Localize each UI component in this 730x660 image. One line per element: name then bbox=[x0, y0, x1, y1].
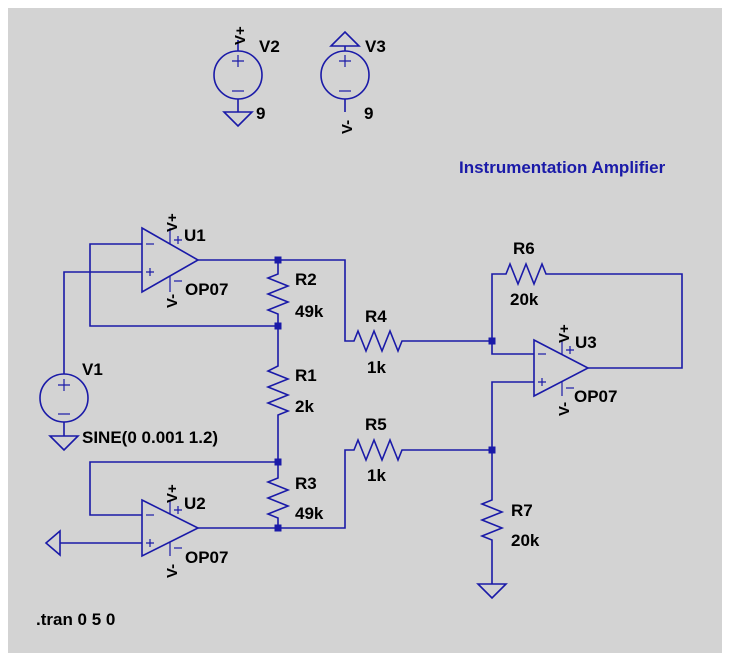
plus-sign bbox=[538, 378, 546, 386]
sheet-background bbox=[8, 8, 722, 653]
source-value: 9 bbox=[364, 104, 373, 123]
opamp-model: OP07 bbox=[185, 548, 228, 567]
source-v1: V1 SINE(0 0.001 1.2) bbox=[39, 360, 218, 447]
net-flag-label: V+ bbox=[232, 26, 249, 45]
resistor-value: 49k bbox=[295, 504, 324, 523]
source-circle bbox=[39, 373, 89, 423]
resistor-r7: R7 20k bbox=[479, 494, 540, 550]
wire bbox=[491, 381, 534, 450]
source-circle bbox=[213, 50, 263, 100]
resistor-zigzag bbox=[265, 270, 291, 316]
junction-dot bbox=[274, 458, 282, 466]
source-ref: V2 bbox=[259, 37, 280, 56]
junction-dot bbox=[274, 524, 282, 532]
opamp-ref: U3 bbox=[575, 333, 597, 352]
resistor-ref: R4 bbox=[365, 307, 387, 326]
resistor-r3: R3 49k bbox=[265, 474, 324, 523]
source-ref: V1 bbox=[82, 360, 103, 379]
source-value: 9 bbox=[256, 104, 265, 123]
opamp-ref: U2 bbox=[184, 494, 206, 513]
supply-label: V- bbox=[556, 402, 573, 416]
resistor-zigzag bbox=[265, 474, 291, 520]
resistor-ref: R2 bbox=[295, 270, 317, 289]
net-flag-label: V- bbox=[339, 120, 356, 134]
wire bbox=[63, 271, 142, 374]
resistor-ref: R7 bbox=[511, 501, 533, 520]
resistor-zigzag bbox=[502, 261, 550, 287]
supply-label: V- bbox=[164, 564, 181, 578]
junction-dot bbox=[274, 322, 282, 330]
resistor-ref: R1 bbox=[295, 366, 317, 385]
opamp-triangle bbox=[533, 338, 590, 398]
opamp-u3: V+ V- U3 OP07 bbox=[533, 324, 617, 416]
resistor-r6: R6 20k bbox=[502, 239, 550, 309]
plus-sign bbox=[146, 268, 154, 276]
source-v3: V- V3 9 bbox=[320, 30, 386, 134]
opamp-u1: V+ V- U1 OP07 bbox=[141, 213, 228, 308]
resistor-r1: R1 2k bbox=[265, 360, 317, 418]
resistor-zigzag bbox=[348, 437, 404, 463]
plus-sign bbox=[146, 539, 154, 547]
junction-dot bbox=[488, 337, 496, 345]
resistor-r2: R2 49k bbox=[265, 270, 324, 321]
supply-label: V+ bbox=[164, 484, 181, 503]
supply-label: V+ bbox=[556, 324, 573, 343]
ground-icon bbox=[48, 435, 80, 452]
wire bbox=[550, 273, 683, 369]
source-value: SINE(0 0.001 1.2) bbox=[82, 428, 218, 447]
supply-label: V+ bbox=[164, 213, 181, 232]
ground-icon bbox=[222, 111, 254, 128]
resistor-value: 1k bbox=[367, 358, 386, 377]
opamp-u2: V+ V- U2 OP07 bbox=[141, 484, 228, 578]
wire bbox=[278, 449, 348, 529]
ground-icon bbox=[476, 583, 508, 600]
opamp-model: OP07 bbox=[185, 280, 228, 299]
resistor-r5: R5 1k bbox=[348, 415, 404, 485]
resistor-value: 20k bbox=[510, 290, 539, 309]
source-v2: V+ V2 9 bbox=[213, 26, 280, 123]
plus-sign bbox=[174, 236, 182, 244]
wire bbox=[89, 461, 278, 516]
resistor-ref: R5 bbox=[365, 415, 387, 434]
resistor-value: 49k bbox=[295, 302, 324, 321]
source-ref: V3 bbox=[365, 37, 386, 56]
resistor-zigzag bbox=[479, 494, 505, 550]
plus-sign bbox=[339, 55, 351, 67]
wire bbox=[278, 259, 348, 342]
resistor-value: 1k bbox=[367, 466, 386, 485]
resistor-zigzag bbox=[348, 328, 404, 354]
spice-directive: .tran 0 5 0 bbox=[36, 610, 115, 629]
ground-icon bbox=[44, 529, 61, 557]
schematic-title: Instrumentation Amplifier bbox=[459, 158, 666, 177]
resistor-ref: R3 bbox=[295, 474, 317, 493]
resistor-r4: R4 1k bbox=[348, 307, 404, 377]
resistor-value: 20k bbox=[511, 531, 540, 550]
plus-sign bbox=[174, 506, 182, 514]
plus-sign bbox=[232, 55, 244, 67]
plus-sign bbox=[58, 379, 70, 391]
junctions bbox=[274, 256, 496, 532]
wire bbox=[89, 243, 278, 327]
source-circle bbox=[320, 50, 370, 100]
resistor-ref: R6 bbox=[513, 239, 535, 258]
junction-dot bbox=[274, 256, 282, 264]
wire bbox=[491, 273, 502, 341]
junction-dot bbox=[488, 446, 496, 454]
resistor-zigzag bbox=[265, 360, 291, 418]
plus-sign bbox=[566, 346, 574, 354]
supply-label: V- bbox=[164, 294, 181, 308]
opamp-ref: U1 bbox=[184, 226, 206, 245]
opamp-model: OP07 bbox=[574, 387, 617, 406]
wire bbox=[491, 341, 534, 355]
resistor-value: 2k bbox=[295, 397, 314, 416]
